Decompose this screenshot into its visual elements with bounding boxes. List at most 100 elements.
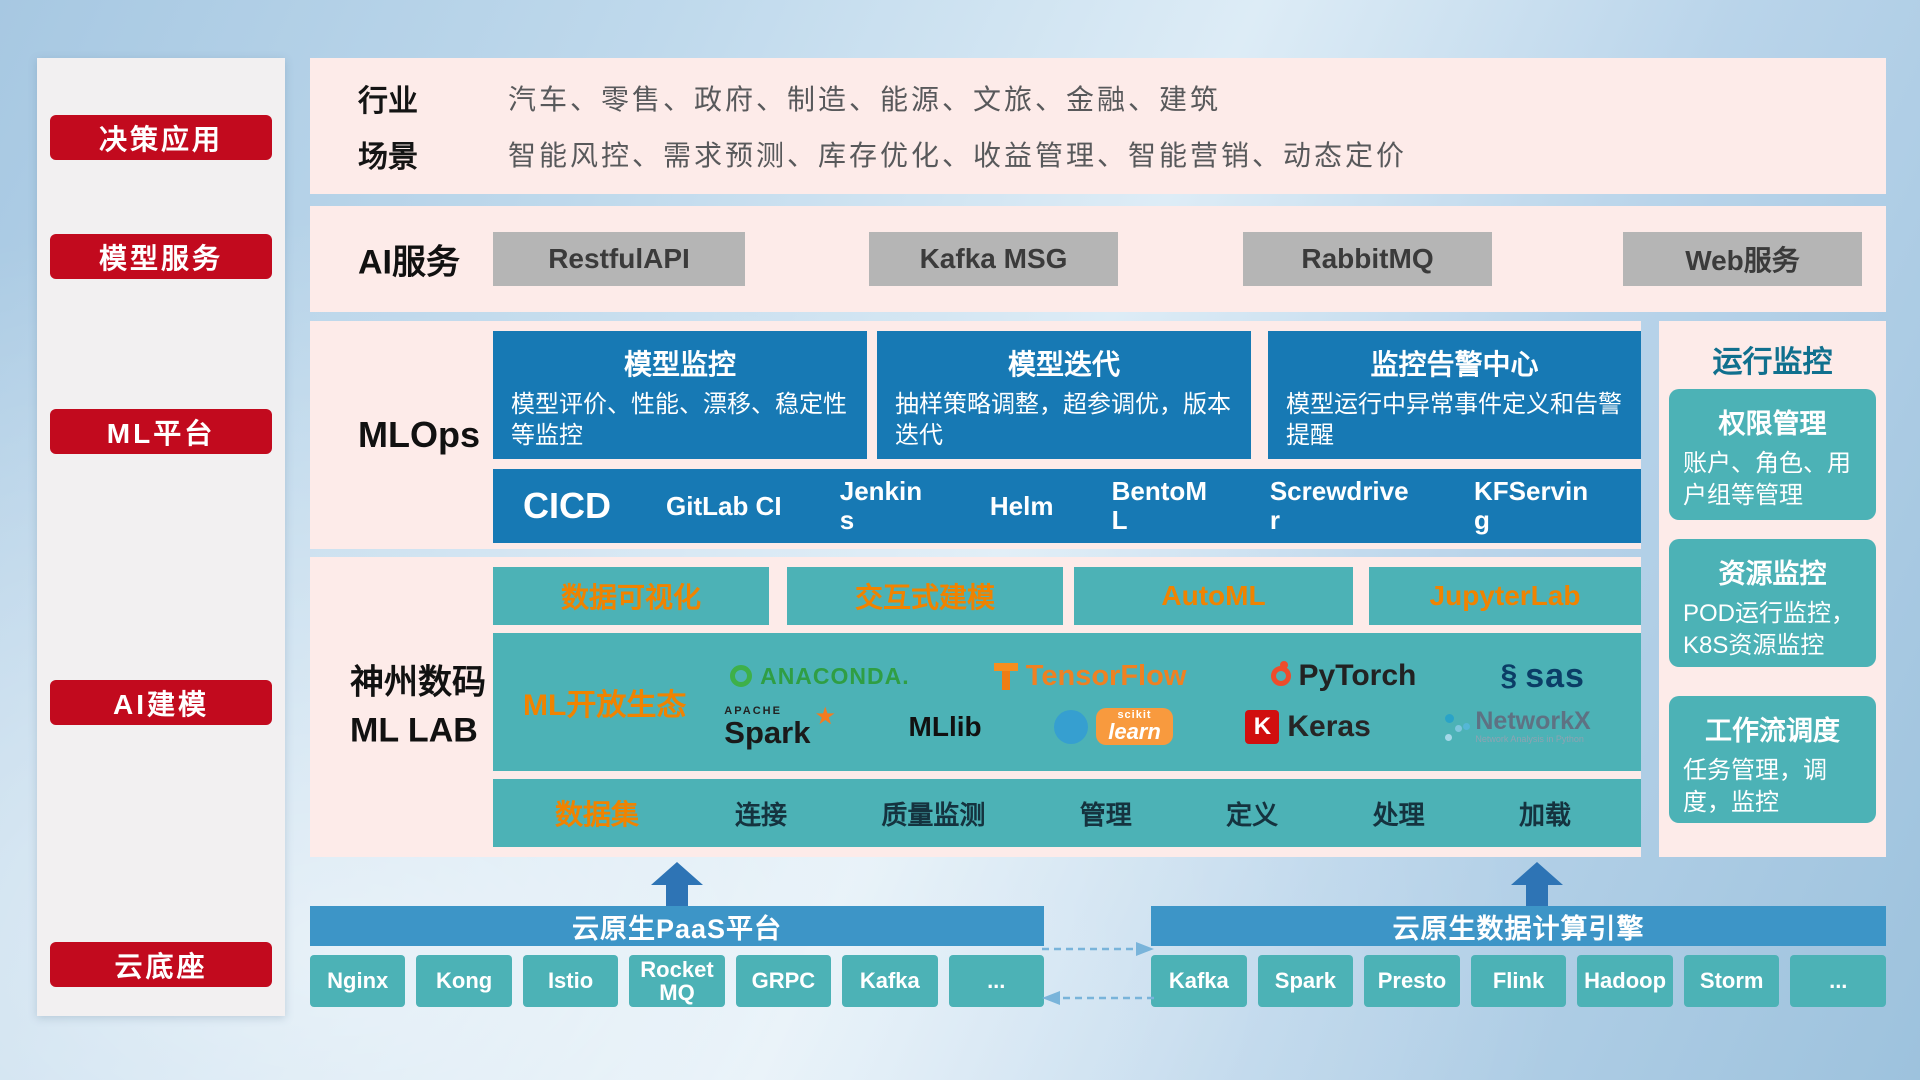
cicd-item-jenkins: Jenkins bbox=[839, 476, 923, 535]
ecosystem-logos: ANACONDA. TensorFlow PyTorch § sas bbox=[688, 657, 1641, 748]
sas-swirl-icon: § bbox=[1500, 659, 1518, 692]
chip-grpc: GRPC bbox=[735, 955, 832, 1007]
jupyterlab-button: JupyterLab bbox=[1369, 567, 1641, 625]
model-iteration-card: 模型迭代 抽样策略调整，超参调优，版本迭代 bbox=[877, 331, 1251, 459]
chip-flink: Flink bbox=[1470, 955, 1567, 1007]
kafka-msg-button: Kafka MSG bbox=[869, 232, 1118, 286]
ml-lab-label: 神州数码 ML LAB bbox=[350, 659, 486, 754]
pytorch-flame-icon bbox=[1270, 661, 1291, 686]
cicd-item-screwdriver: Screwdriver bbox=[1269, 476, 1409, 535]
spark-wordmark: APACHE Spark bbox=[724, 704, 811, 750]
sidebar-item-ai-modeling: AI建模 bbox=[50, 680, 272, 725]
cicd-label: CICD bbox=[523, 485, 611, 526]
card-title: 模型迭代 bbox=[1007, 349, 1120, 380]
data-flow-arrows-icon bbox=[1042, 942, 1154, 1005]
sas-logo: § sas bbox=[1501, 657, 1585, 696]
dataset-label: 数据集 bbox=[555, 799, 640, 830]
card-desc: POD运行监控，K8S资源监控 bbox=[1683, 600, 1856, 660]
card-title: 监控告警中心 bbox=[1370, 349, 1539, 380]
networkx-title: NetworkX bbox=[1475, 706, 1591, 735]
chip-kafka: Kafka bbox=[842, 955, 938, 1007]
mllib-logo: MLlib bbox=[909, 711, 982, 743]
industry-label: 行业 bbox=[358, 85, 418, 118]
data-visualization-button: 数据可视化 bbox=[493, 567, 769, 625]
dataset-item-connect: 连接 bbox=[735, 799, 788, 830]
ml-lab-label-line2: ML LAB bbox=[350, 711, 478, 749]
data-engine-bar: 云原生数据计算引擎 bbox=[1151, 906, 1886, 946]
chip-storm: Storm bbox=[1683, 955, 1780, 1007]
cicd-item-gitlab-ci: GitLab CI bbox=[666, 490, 782, 521]
learn-wordmark: learn bbox=[1108, 719, 1161, 744]
automl-button: AutoML bbox=[1074, 567, 1353, 625]
dataset-item-define: 定义 bbox=[1226, 799, 1279, 830]
tensorflow-wordmark: TensorFlow bbox=[1025, 659, 1187, 692]
chip-nginx: Nginx bbox=[310, 955, 406, 1007]
chip-kafka: Kafka bbox=[1151, 955, 1247, 1007]
ml-lab-panel: 神州数码 ML LAB 数据可视化 交互式建模 AutoML JupyterLa… bbox=[310, 557, 1641, 857]
scenario-row: 场景 智能风控、需求预测、库存优化、收益管理、智能营销、动态定价 bbox=[358, 126, 1886, 182]
mlops-panel: MLOps 模型监控 模型评价、性能、漂移、稳定性等监控 模型迭代 抽样策略调整… bbox=[310, 321, 1641, 549]
rabbitmq-button: RabbitMQ bbox=[1243, 232, 1492, 286]
card-desc: 模型评价、性能、漂移、稳定性等监控 bbox=[511, 391, 847, 450]
networkx-wordmark: NetworkX Network Analysis in Python bbox=[1475, 706, 1591, 745]
cicd-bar: CICD GitLab CI Jenkins Helm BentoML Scre… bbox=[493, 469, 1641, 543]
card-desc: 模型运行中异常事件定义和告警提醒 bbox=[1286, 391, 1622, 450]
anaconda-logo: ANACONDA. bbox=[730, 663, 910, 690]
keras-k-icon: K bbox=[1245, 709, 1280, 744]
industry-row: 行业 汽车、零售、政府、制造、能源、文旅、金融、建筑 bbox=[358, 70, 1886, 126]
mllib-wordmark: MLlib bbox=[908, 710, 982, 742]
permission-management-card: 权限管理 账户、角色、用户组等管理 bbox=[1669, 389, 1876, 520]
apache-small-label: APACHE bbox=[724, 704, 782, 717]
up-arrow-icon bbox=[1511, 862, 1563, 906]
web-service-button: Web服务 bbox=[1623, 232, 1862, 286]
keras-wordmark: Keras bbox=[1287, 709, 1371, 743]
chip-rocketmq: RocketMQ bbox=[629, 955, 725, 1007]
cicd-item-kfserving: KFServing bbox=[1474, 476, 1589, 535]
ai-service-panel: AI服务 RestfulAPI Kafka MSG RabbitMQ Web服务 bbox=[310, 206, 1886, 312]
networkx-subtitle: Network Analysis in Python bbox=[1475, 734, 1584, 745]
card-title: 工作流调度 bbox=[1705, 716, 1840, 746]
apache-spark-logo: APACHE Spark ★ bbox=[724, 703, 836, 750]
runtime-monitoring-title: 运行监控 bbox=[1712, 346, 1833, 379]
scikit-learn-logo: scikit learn bbox=[1054, 708, 1173, 745]
sidebar-item-cloud-base: 云底座 bbox=[50, 942, 272, 987]
card-title: 权限管理 bbox=[1718, 409, 1827, 439]
cicd-item-bentoml: BentoML bbox=[1111, 476, 1207, 535]
left-nav-panel: 决策应用 模型服务 ML平台 AI建模 云底座 bbox=[37, 58, 285, 1016]
sas-wordmark: sas bbox=[1525, 656, 1585, 695]
anaconda-ring-icon bbox=[730, 665, 753, 687]
resource-monitoring-card: 资源监控 POD运行监控，K8S资源监控 bbox=[1669, 539, 1876, 667]
logo-row-bottom: APACHE Spark ★ MLlib scikit learn bbox=[688, 703, 1627, 750]
alert-center-card: 监控告警中心 模型运行中异常事件定义和告警提醒 bbox=[1268, 331, 1641, 459]
card-title: 资源监控 bbox=[1718, 559, 1827, 589]
dataset-bar: 数据集 连接 质量监测 管理 定义 处理 加载 bbox=[493, 779, 1641, 847]
dataset-item-process: 处理 bbox=[1372, 799, 1425, 830]
cicd-tools: GitLab CI Jenkins Helm BentoML Screwdriv… bbox=[611, 477, 1641, 534]
chip-istio: Istio bbox=[522, 955, 619, 1007]
keras-logo: K Keras bbox=[1245, 709, 1371, 744]
workflow-scheduling-card: 工作流调度 任务管理，调度，监控 bbox=[1669, 696, 1876, 823]
spark-word: Spark bbox=[724, 714, 811, 750]
networkx-logo: NetworkX Network Analysis in Python bbox=[1443, 706, 1591, 745]
dataset-item-manage: 管理 bbox=[1079, 799, 1132, 830]
mlops-label: MLOps bbox=[358, 414, 480, 455]
scikit-learn-badge: scikit learn bbox=[1096, 708, 1173, 745]
up-arrow-icon bbox=[651, 862, 703, 906]
card-desc: 抽样策略调整，超参调优，版本迭代 bbox=[895, 391, 1231, 450]
restful-api-button: RestfulAPI bbox=[493, 232, 745, 286]
scikit-circle-icon bbox=[1054, 709, 1089, 744]
cicd-item-helm: Helm bbox=[989, 490, 1054, 521]
engine-components: Kafka Spark Presto Flink Hadoop Storm ..… bbox=[1151, 955, 1887, 1007]
pytorch-logo: PyTorch bbox=[1270, 659, 1416, 693]
spark-star-icon: ★ bbox=[814, 703, 836, 730]
tensorflow-logo: TensorFlow bbox=[993, 659, 1187, 693]
ml-lab-label-line1: 神州数码 bbox=[350, 663, 486, 702]
chip-spark: Spark bbox=[1257, 955, 1354, 1007]
chip-hadoop: Hadoop bbox=[1577, 955, 1673, 1007]
dataset-item-quality-monitor: 质量监测 bbox=[881, 799, 986, 830]
industry-scenario-panel: 行业 汽车、零售、政府、制造、能源、文旅、金融、建筑 场景 智能风控、需求预测、… bbox=[310, 58, 1886, 194]
card-desc: 账户、角色、用户组等管理 bbox=[1683, 450, 1851, 510]
sidebar-item-model-service: 模型服务 bbox=[50, 234, 272, 279]
paas-platform-bar: 云原生PaaS平台 bbox=[310, 906, 1044, 946]
logo-row-top: ANACONDA. TensorFlow PyTorch § sas bbox=[688, 657, 1627, 696]
